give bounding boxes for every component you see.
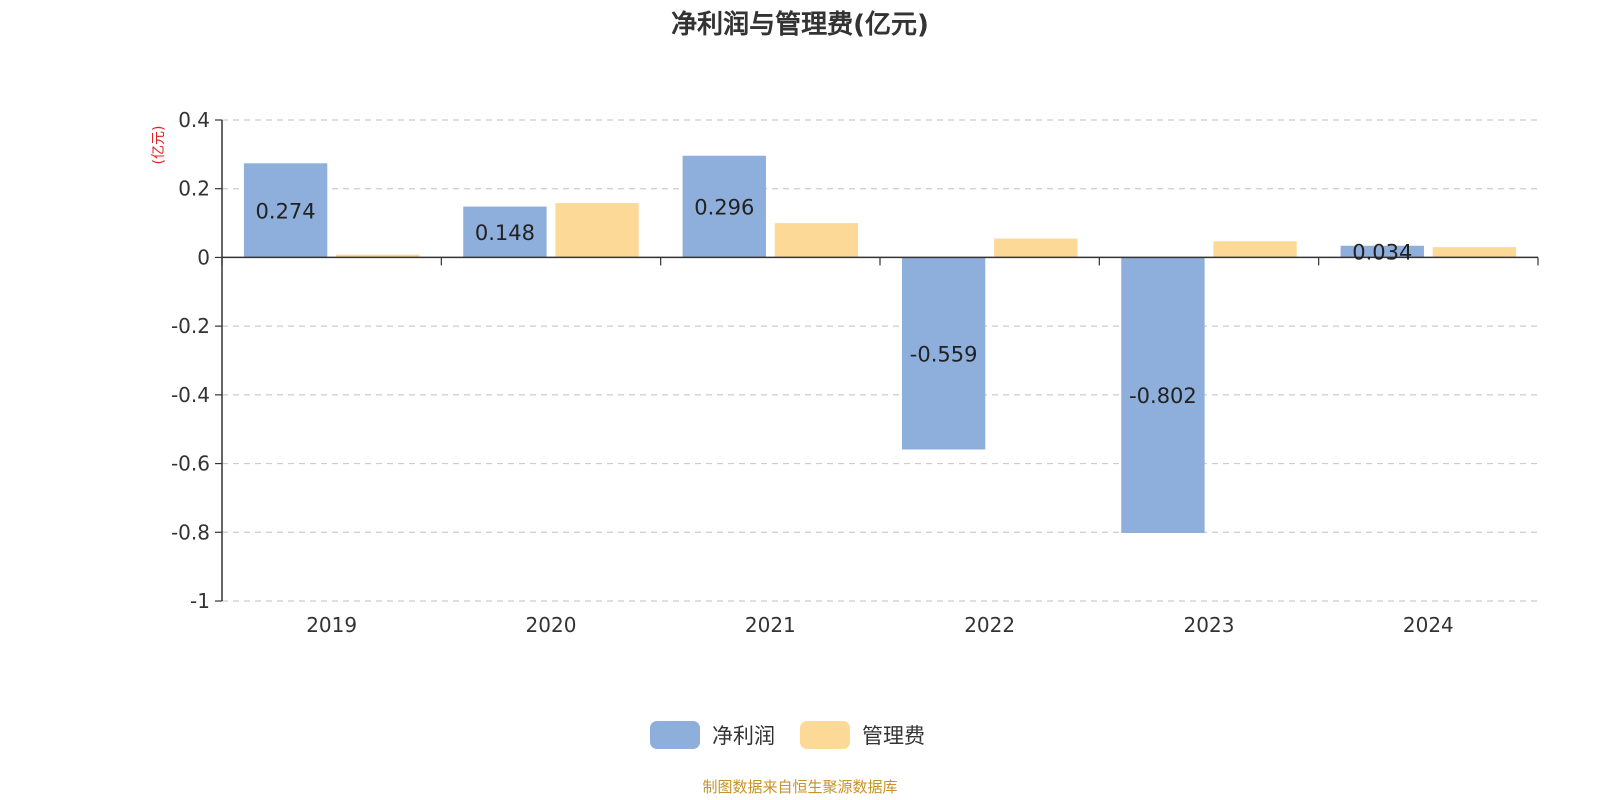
chart-title: 净利润与管理费(亿元) <box>671 9 929 40</box>
legend: 净利润 管理费 <box>650 721 925 749</box>
y-tick-label: -0.2 <box>171 314 210 338</box>
legend-label-净利润: 净利润 <box>712 724 775 748</box>
bar-管理费-2019 <box>336 254 420 258</box>
y-tick-label: -0.6 <box>171 452 210 476</box>
x-tick-label: 2023 <box>1184 613 1235 637</box>
x-tick-label: 2022 <box>964 613 1015 637</box>
x-tick-label: 2020 <box>526 613 577 637</box>
grid-lines <box>222 119 1538 602</box>
y-tick-label: -0.4 <box>171 383 210 407</box>
bar-管理费-2020 <box>555 203 639 258</box>
y-tick-label: 0.4 <box>178 108 210 132</box>
y-tick-label: 0.2 <box>178 177 210 201</box>
bar-净利润-2024 <box>1340 245 1424 258</box>
data-label: 0.296 <box>694 196 754 220</box>
y-tick-label: -1 <box>190 589 210 613</box>
data-labels-group: 0.274 0.148 0.296 -0.559 -0.802 0.034 <box>256 196 1413 409</box>
x-tick-label: 2019 <box>306 613 357 637</box>
bar-净利润-2021 <box>682 155 766 258</box>
data-label: 0.034 <box>1352 241 1412 265</box>
y-tick-label: 0 <box>197 245 210 269</box>
legend-swatch-净利润 <box>650 721 700 749</box>
y-axis-unit-label: (亿元) <box>151 126 167 165</box>
data-label: -0.802 <box>1129 384 1197 408</box>
bar-净利润-2019 <box>243 163 328 258</box>
bars-group <box>243 155 1517 533</box>
x-tick-label: 2021 <box>745 613 796 637</box>
bar-管理费-2022 <box>994 238 1078 258</box>
data-source-note: 制图数据来自恒生聚源数据库 <box>702 778 897 796</box>
bar-管理费-2023 <box>1213 241 1297 258</box>
bar-净利润-2022 <box>901 257 986 450</box>
data-label: -0.559 <box>910 342 978 366</box>
legend-swatch-管理费 <box>800 721 850 749</box>
y-tick-label: -0.8 <box>171 520 210 544</box>
data-label: 0.148 <box>475 221 535 245</box>
x-tick-label: 2024 <box>1403 613 1454 637</box>
bar-管理费-2024 <box>1432 247 1517 258</box>
bar-净利润-2020 <box>463 206 547 258</box>
bar-管理费-2021 <box>774 223 859 258</box>
legend-label-管理费: 管理费 <box>862 724 925 748</box>
data-label: 0.274 <box>256 199 316 223</box>
bar-净利润-2023 <box>1121 257 1205 533</box>
axes-group: 0.4 0.2 0 -0.2 -0.4 -0.6 -0.8 -1 2019 2020 2021 202… <box>171 108 1539 637</box>
